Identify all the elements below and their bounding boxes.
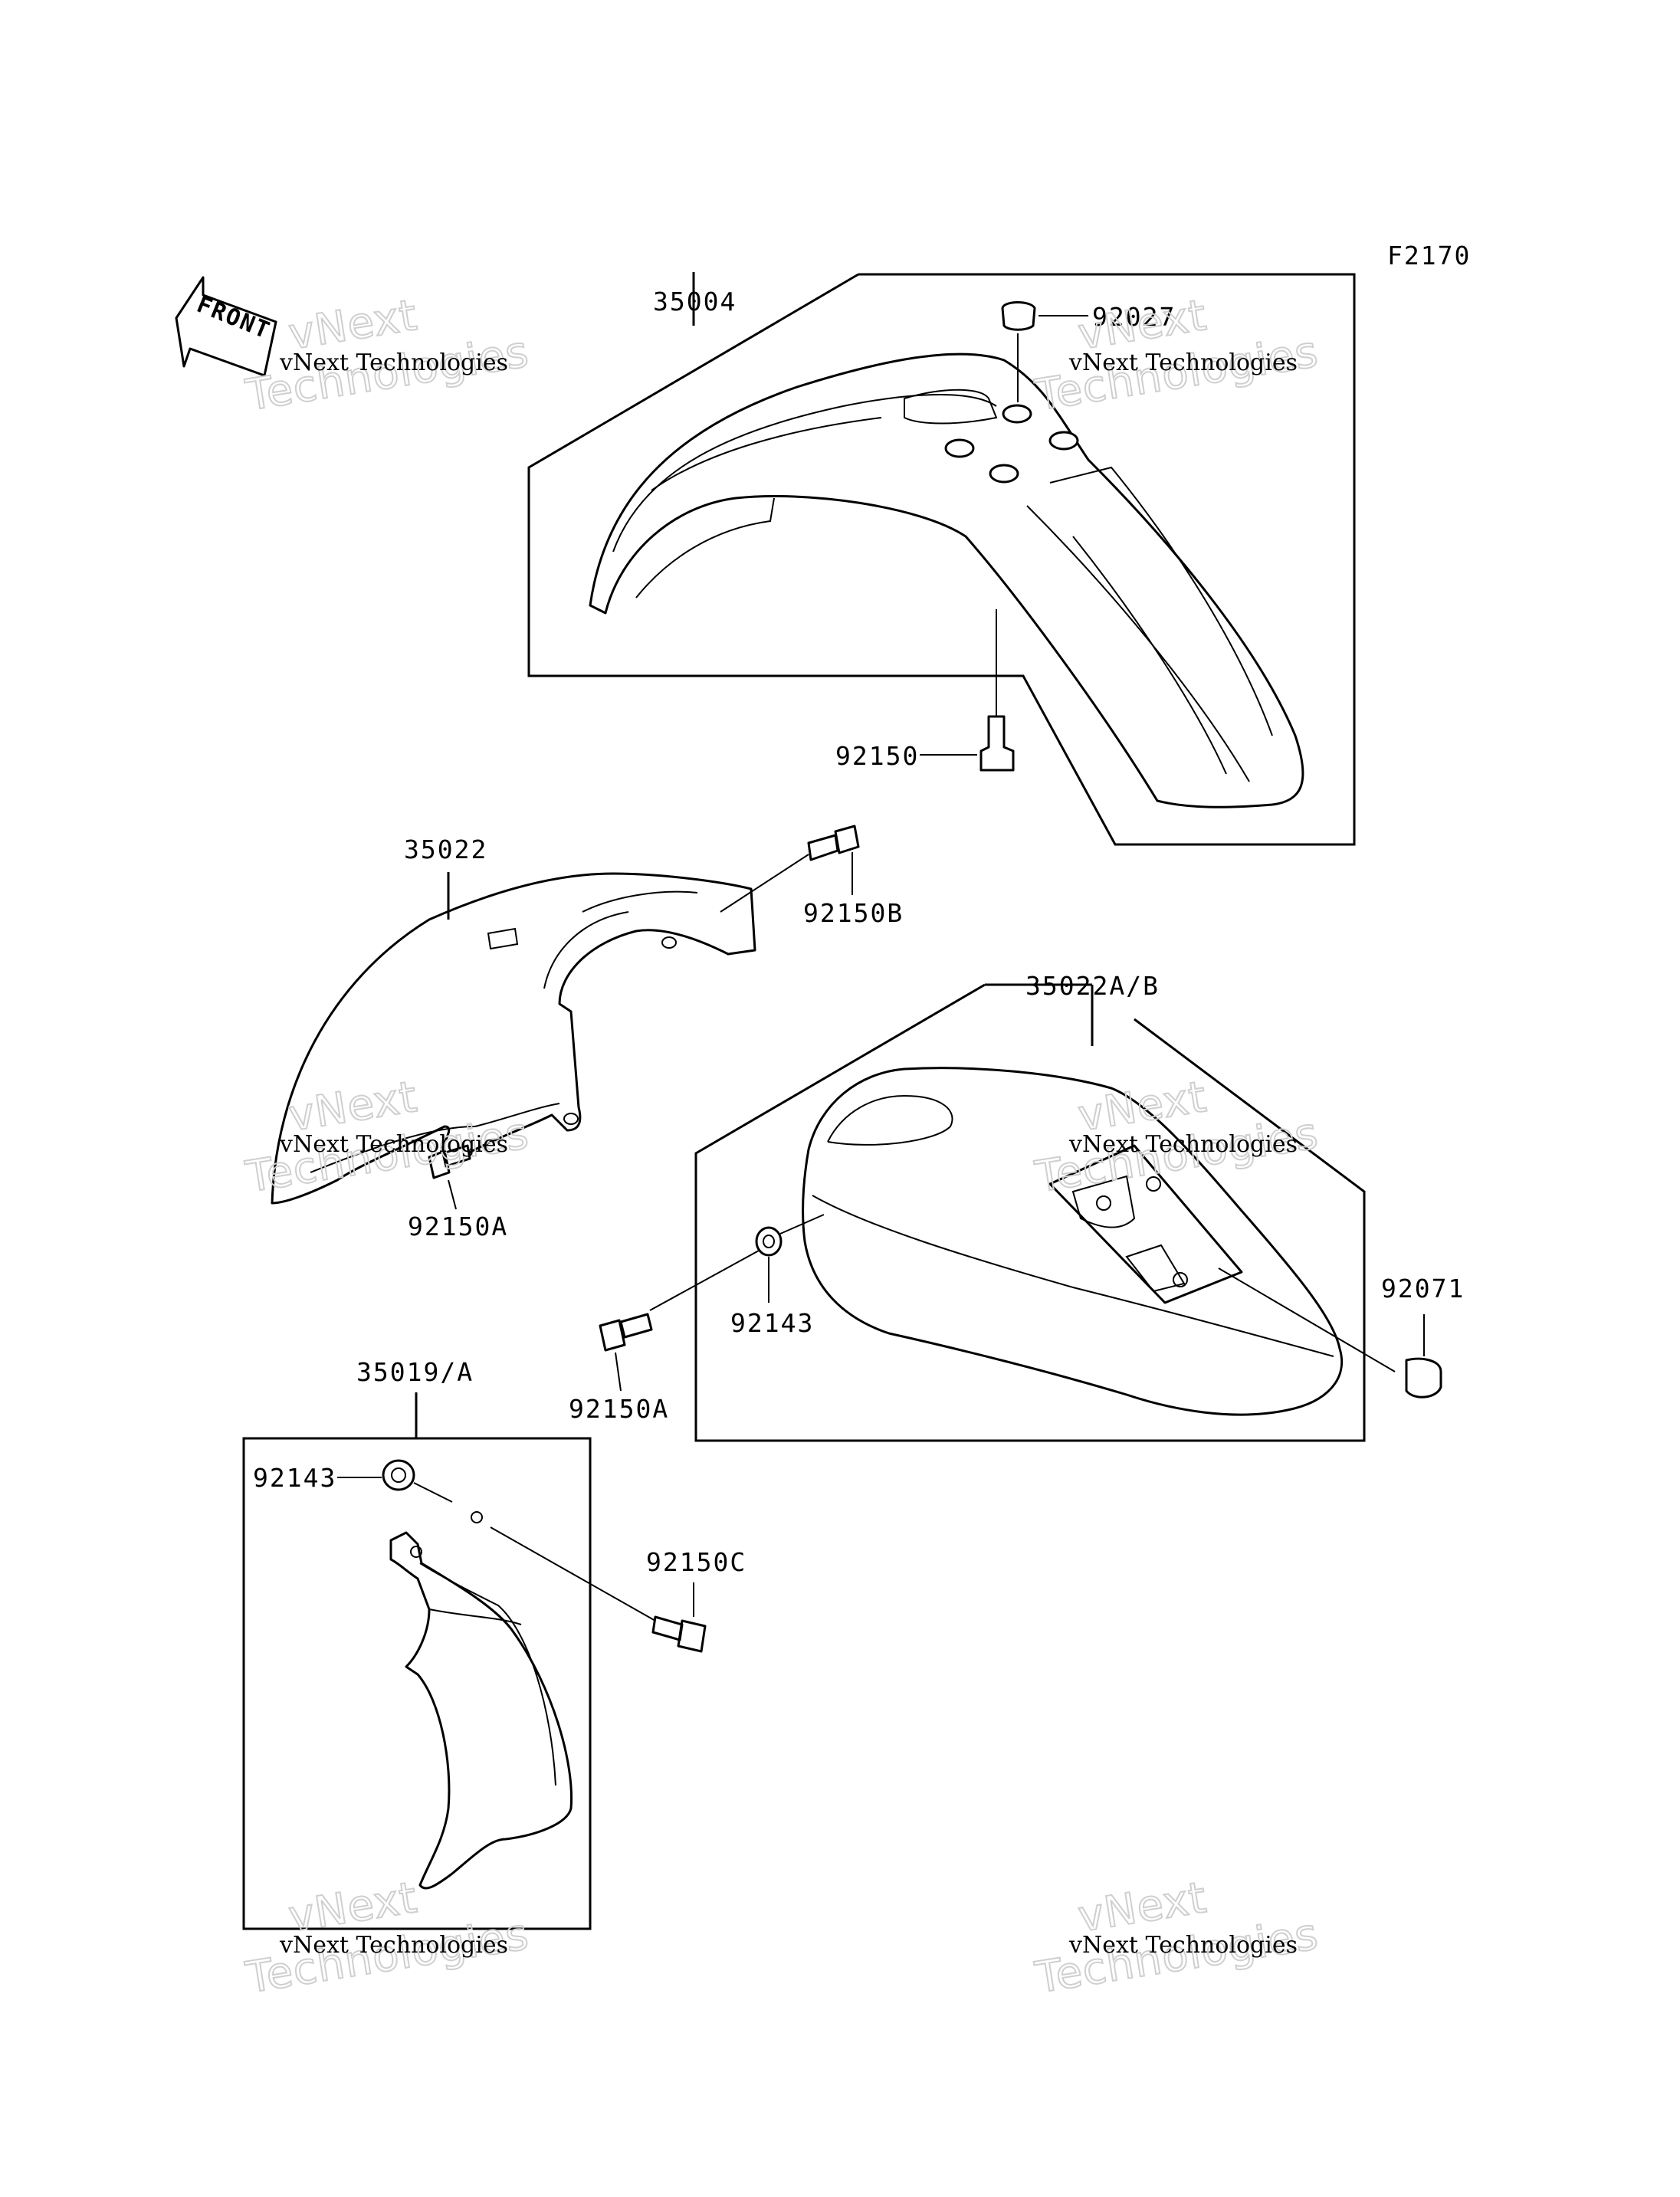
cap-92027	[1001, 301, 1036, 331]
washer-92143-mid	[755, 1226, 783, 1257]
label-35022: 35022	[404, 835, 487, 864]
label-92150A-mid: 92150A	[569, 1394, 669, 1424]
label-92150C: 92150C	[646, 1547, 746, 1577]
label-92150: 92150	[835, 741, 919, 771]
rear-fender-35022	[271, 872, 756, 1205]
label-92143-mid: 92143	[730, 1308, 814, 1338]
watermark-top-left: vNext Technologies vNext Technologies	[241, 290, 533, 421]
rear-fender-35022AB	[802, 1067, 1344, 1416]
label-35019A: 35019/A	[356, 1357, 474, 1387]
fork-guard-35019A	[389, 1531, 573, 1890]
front-fender-group: 35004 92027 92150	[527, 272, 1356, 846]
label-92150A-left: 92150A	[408, 1212, 508, 1241]
front-arrow-icon: FRONT	[175, 276, 277, 377]
bolt-92150C	[651, 1615, 707, 1653]
label-35004: 35004	[653, 287, 737, 316]
group-box-35022AB	[694, 983, 1366, 1442]
bolt-92150B	[807, 825, 860, 861]
watermark-bottom-right: vNext Technologies vNext Technologies	[1031, 1872, 1322, 2004]
svg-text:vNext Technologies: vNext Technologies	[279, 1932, 508, 1959]
group-box-35004	[527, 273, 1356, 846]
label-92071: 92071	[1381, 1274, 1465, 1303]
svg-text:vNext Technologies: vNext Technologies	[1068, 1131, 1298, 1158]
washer-92143-low	[382, 1459, 415, 1491]
grommet-92071	[1405, 1357, 1442, 1399]
label-35022AB: 35022A/B	[1025, 971, 1160, 1001]
watermark-top-right: vNext Technologies vNext Technologies	[1031, 290, 1322, 421]
bolt-92150A-mid	[599, 1313, 653, 1352]
svg-text:vNext Technologies: vNext Technologies	[279, 349, 508, 376]
rear-fender-35022-group: 35022 92150B 92150A	[271, 825, 904, 1241]
fork-guard-group: 35019/A 92143 92150C	[242, 1357, 746, 1930]
bolt-92150	[979, 715, 1015, 772]
rear-fender-35022AB-group: 35022A/B 92071 92143 92150A	[569, 971, 1465, 1442]
bolt-92150A-left	[428, 1144, 471, 1179]
figure-code: F2170	[1387, 241, 1471, 271]
label-92143-low: 92143	[253, 1463, 336, 1493]
front-fender-35004	[589, 353, 1304, 808]
svg-text:vNext Technologies: vNext Technologies	[1068, 349, 1298, 376]
label-92150B: 92150B	[803, 898, 904, 928]
svg-text:vNext Technologies: vNext Technologies	[1068, 1932, 1298, 1959]
svg-text:vNext Technologies: vNext Technologies	[279, 1131, 508, 1158]
label-92027: 92027	[1092, 302, 1176, 332]
